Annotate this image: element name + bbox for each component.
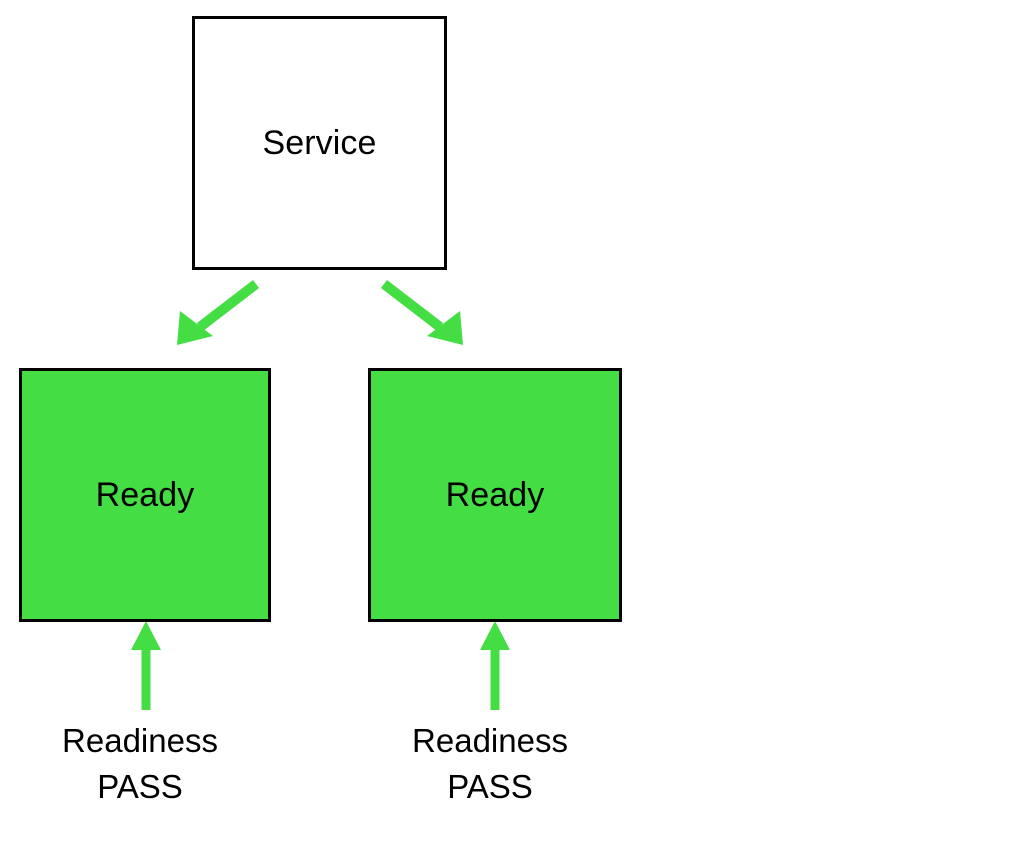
edge-line-service-to-ready-right bbox=[380, 280, 444, 331]
caption-readiness-pass-right: Readiness PASS bbox=[412, 722, 568, 805]
node-service[interactable]: Service bbox=[192, 16, 447, 270]
node-ready-right-label: Ready bbox=[445, 476, 545, 514]
arrowhead-service-to-ready-right bbox=[427, 311, 463, 345]
node-ready-right[interactable]: Ready bbox=[368, 368, 622, 622]
arrowhead-probe-to-ready-left bbox=[131, 621, 161, 650]
caption-readiness-pass-left: Readiness PASS bbox=[62, 722, 218, 805]
edge-line-service-to-ready-left bbox=[196, 280, 260, 331]
edge-service-to-ready-right bbox=[380, 280, 463, 345]
node-ready-left[interactable]: Ready bbox=[19, 368, 271, 622]
node-ready-left-label: Ready bbox=[95, 476, 195, 514]
arrowhead-probe-to-ready-right bbox=[480, 621, 510, 650]
edge-probe-to-ready-left bbox=[131, 621, 161, 710]
edge-service-to-ready-left bbox=[177, 280, 260, 345]
edge-probe-to-ready-right bbox=[480, 621, 510, 710]
arrowhead-service-to-ready-left bbox=[177, 311, 213, 345]
node-service-label: Service bbox=[262, 124, 377, 162]
